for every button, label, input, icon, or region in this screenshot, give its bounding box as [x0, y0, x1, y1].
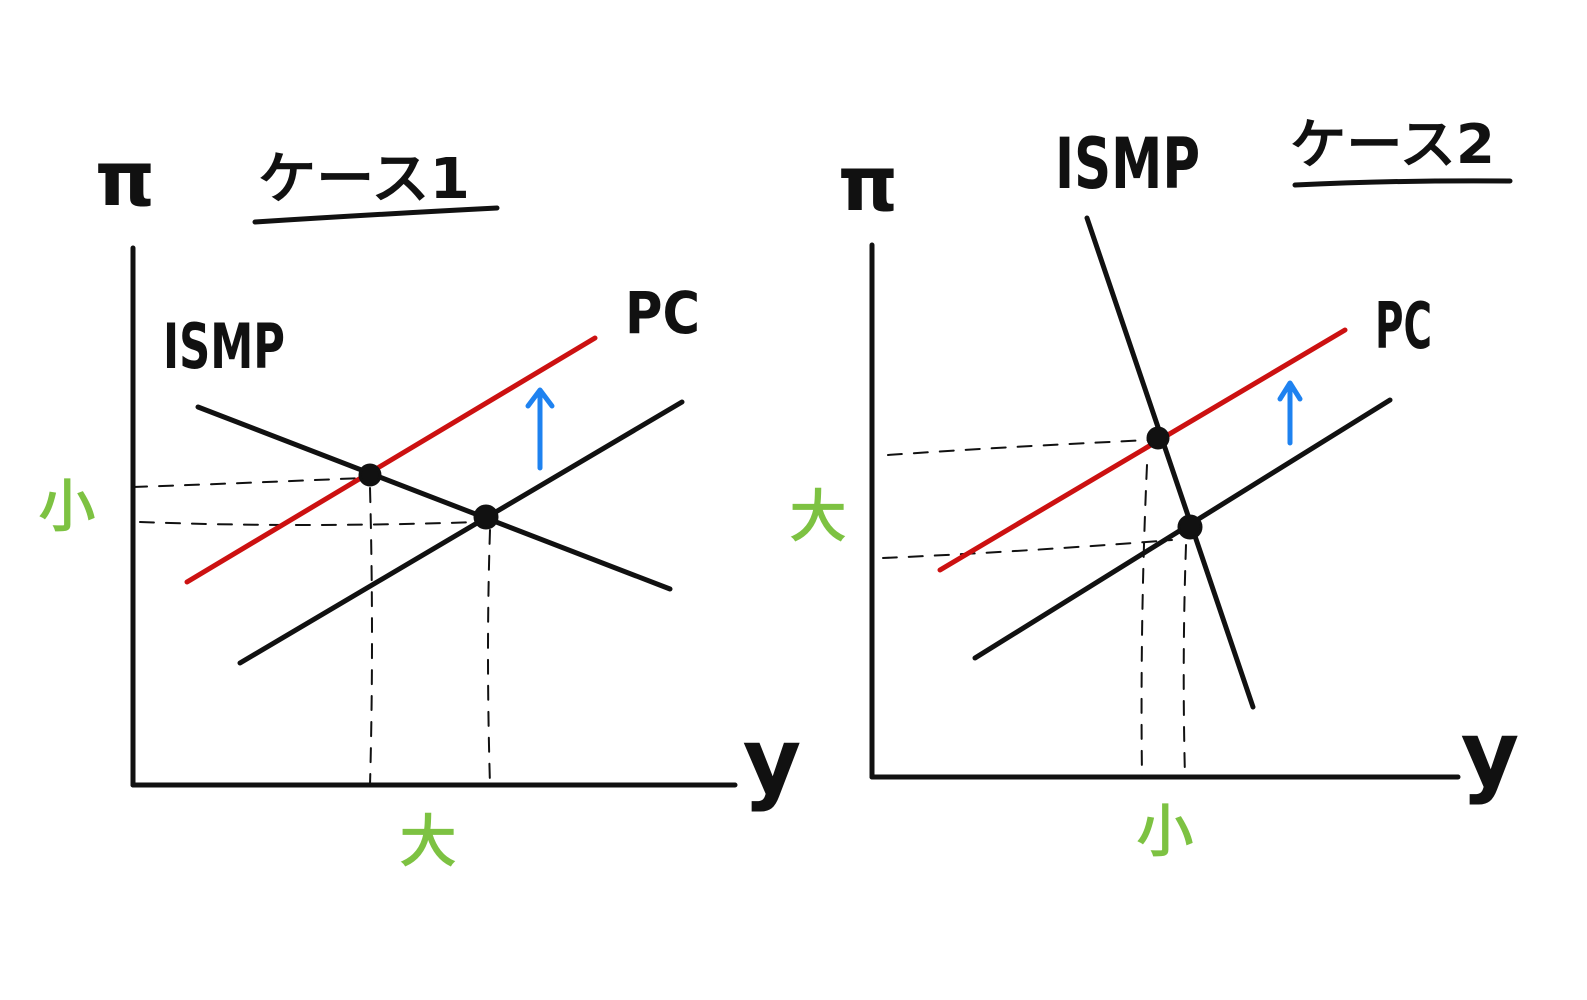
- case-2-ismp-curve: [1084, 215, 1256, 710]
- case-1-initial-equilibrium-point: [473, 504, 499, 530]
- case-2-ismp-label: ISMP: [1055, 123, 1200, 205]
- case-1-title-underline: [252, 205, 500, 225]
- case-1-pc-curve: [237, 399, 685, 666]
- case-1-shifted-pc-curve: [184, 335, 598, 585]
- case-2-y-axis-label: π: [838, 139, 898, 228]
- case-1-title: ケース1: [258, 147, 470, 212]
- case-2-dashed-guide-vertical-left: [1140, 464, 1148, 778]
- case-1-dashed-guide-low: [139, 521, 479, 526]
- case-2-dashed-guide-high: [887, 439, 1151, 456]
- case-2-shifted-pc-curve: [937, 327, 1348, 573]
- case-2-x-axis-note: 小: [1137, 800, 1193, 865]
- case-1-x-axis-label: y: [743, 709, 802, 814]
- case-2-dashed-guide-vertical-right: [1182, 544, 1187, 778]
- case-1-ismp-curve: [195, 404, 673, 592]
- case-1-dashed-guide-vertical-right: [487, 529, 491, 786]
- case-2-pc-label: PC: [1375, 290, 1432, 364]
- case-2-title-underline: [1292, 178, 1513, 188]
- case-1-dashed-guide-high: [132, 477, 363, 488]
- case-2-title: ケース2: [1290, 113, 1495, 176]
- case-1-shift-arrow-icon: [525, 387, 555, 471]
- case-1-ismp-label: ISMP: [163, 310, 285, 383]
- case-2-x-axis-label: y: [1461, 702, 1520, 807]
- case-1-y-axis-label: π: [95, 134, 155, 223]
- case-2-initial-equilibrium-point: [1177, 514, 1203, 540]
- case-2-shift-arrow-icon: [1277, 380, 1303, 446]
- case-1-new-equilibrium-point: [358, 463, 382, 487]
- case-1-x-axis-note: 大: [400, 810, 456, 875]
- case-1-pc-label: PC: [625, 279, 700, 347]
- case-2-new-equilibrium-point: [1146, 426, 1170, 450]
- case-2-y-axis-note: 大: [790, 485, 846, 550]
- case-1-dashed-guide-vertical-left: [369, 487, 373, 786]
- case-2-panel: π ケース2 y ISMP PC 大 小: [790, 113, 1519, 865]
- case-1-y-axis-note: 小: [39, 475, 95, 540]
- case-2-dashed-guide-low: [882, 539, 1173, 559]
- case-1-panel: π ケース1 y ISMP PC 小 大: [39, 134, 801, 875]
